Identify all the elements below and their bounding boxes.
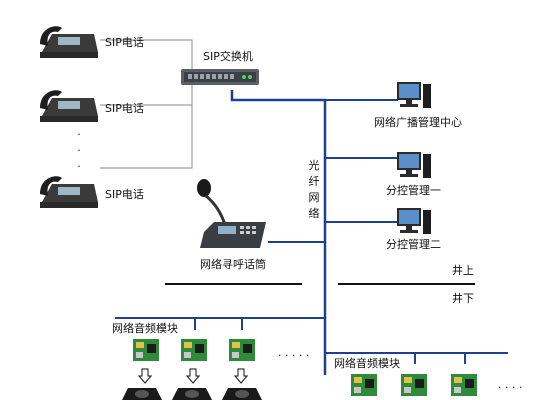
phone-line (100, 39, 193, 169)
module-ellipsis: . . . . . (278, 346, 310, 359)
sip-switch-icon (181, 69, 259, 85)
audio-module-label: 网络音频模块 (112, 322, 178, 335)
audio-module-icon (229, 339, 255, 361)
speaker-icon (122, 388, 162, 400)
module-ellipsis: . . . . (498, 378, 523, 391)
sub-control-2-label: 分控管理二 (386, 238, 441, 251)
audio-module-label: 网络音频模块 (334, 357, 400, 370)
zone-lower-label: 井下 (452, 292, 474, 305)
sip-phone-label: SIP电话 (105, 36, 144, 49)
audio-module-icon (401, 374, 427, 396)
sip-phone-label: SIP电话 (105, 188, 144, 201)
paging-microphone-label: 网络寻呼话筒 (200, 258, 266, 271)
management-center-label: 网络广播管理中心 (374, 116, 462, 129)
sip-phone-icon (40, 26, 98, 58)
fiber-network-label: 光纤网络 (308, 159, 320, 220)
sub-control-1-label: 分控管理一 (386, 184, 441, 197)
sip-phone-icon (40, 176, 98, 208)
arrow-down-icon (234, 368, 248, 384)
audio-module-icon (451, 374, 477, 396)
speaker-icon (222, 388, 262, 400)
computer-icon (397, 82, 431, 108)
sip-switch-label: SIP交换机 (203, 50, 253, 63)
phone-ellipsis: . . . (77, 125, 81, 170)
sip-phone-label: SIP电话 (105, 102, 144, 115)
zone-upper-label: 井上 (452, 264, 474, 277)
audio-module-icon (181, 339, 207, 361)
computer-icon (397, 208, 431, 234)
audio-module-icon (351, 374, 377, 396)
arrow-down-icon (138, 368, 152, 384)
computer-icon (397, 152, 431, 178)
microphone-icon (197, 179, 266, 248)
audio-module-icon (133, 339, 159, 361)
speaker-icon (172, 388, 212, 400)
network-backbone (230, 90, 327, 375)
sip-phone-icon (40, 90, 98, 122)
arrow-down-icon (186, 368, 200, 384)
